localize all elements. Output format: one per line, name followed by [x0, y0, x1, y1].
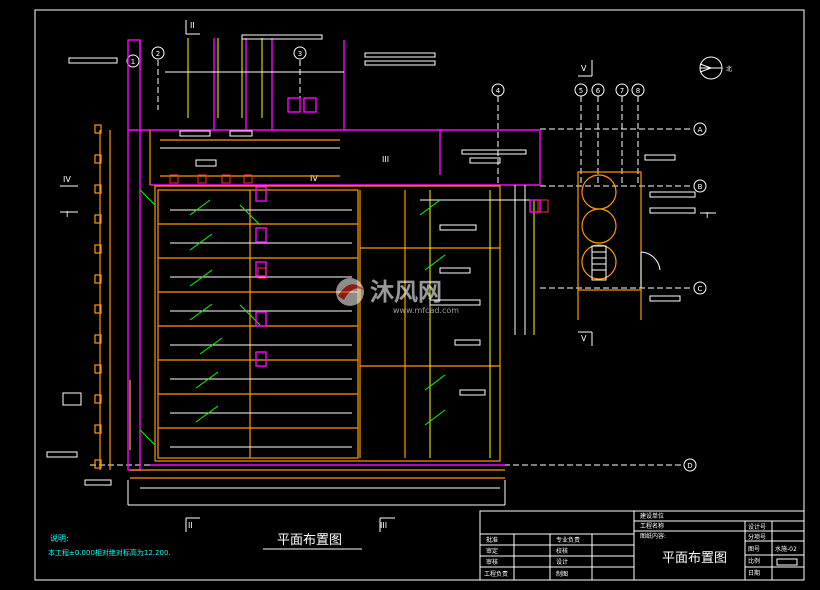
axis-label-8: 8	[636, 87, 640, 95]
axis-bubbles	[126, 46, 707, 472]
tb-sub-item-no: 分项号	[748, 533, 766, 541]
aeration-tank-grid	[99, 130, 505, 479]
tb-row-2-left: 审定	[486, 547, 498, 555]
clarifier-building	[577, 171, 642, 320]
pipe-runs	[127, 71, 540, 506]
notes-line: 本工程±0.000相对绝对标高为12.200.	[48, 548, 171, 557]
section-mark-i-left: I	[66, 210, 68, 219]
tb-drawing-name: 平面布置图	[662, 551, 727, 566]
tb-row-4-left: 工程负责	[484, 570, 508, 578]
north-arrow-icon	[699, 56, 723, 80]
axis-label-2: 2	[156, 50, 160, 58]
section-mark-iii-top: III	[382, 155, 389, 164]
section-mark-v-bottom: V	[581, 334, 587, 343]
left-column-fixtures	[94, 124, 102, 469]
tb-drawing-no: 水施-02	[775, 545, 797, 553]
tb-row-3-right: 设计	[556, 558, 568, 566]
tb-drawing-content: 图纸内容:	[640, 532, 666, 540]
tb-row-4-right: 制图	[556, 570, 568, 578]
axis-label-d: D	[687, 462, 692, 470]
tb-build-unit: 建设单位	[640, 512, 664, 520]
section-mark-ii-top: II	[190, 21, 195, 30]
tb-design-no: 设计号	[748, 523, 766, 531]
section-mark-v-top: V	[581, 64, 587, 73]
green-leaders	[139, 189, 446, 446]
section-mark-iv-left: IV	[63, 175, 71, 184]
tb-date-label: 日期	[748, 569, 760, 577]
tb-project-name: 工程名称	[640, 522, 664, 530]
clarifier-details	[591, 154, 696, 302]
tb-row-1-left: 批准	[486, 536, 498, 544]
tb-row-1-right: 专业负责	[556, 536, 580, 544]
section-mark-iv-mid: IV	[310, 174, 318, 183]
axis-label-7: 7	[620, 87, 624, 95]
axis-label-6: 6	[596, 87, 601, 95]
top-equipment	[46, 34, 527, 486]
section-mark-ii-bottom: II	[188, 521, 193, 530]
watermark-logo-icon	[336, 278, 364, 306]
tb-drawing-no-label: 图号	[748, 546, 760, 553]
axis-label-b: B	[698, 183, 703, 191]
axis-label-3: 3	[298, 50, 302, 58]
tb-scale-label: 比例	[748, 557, 760, 565]
axis-label-5: 5	[579, 87, 583, 95]
north-label: 北	[726, 65, 732, 73]
axis-label-4: 4	[496, 87, 501, 95]
section-mark-iii-bottom: III	[380, 521, 387, 530]
tb-row-2-right: 校核	[556, 547, 568, 555]
section-cut-lines	[60, 20, 716, 532]
title-block	[479, 510, 805, 581]
yellow-pipe-runs	[129, 38, 535, 458]
drawing-frame	[34, 9, 805, 581]
tb-row-3-left: 审核	[486, 558, 498, 566]
axis-label-c: C	[698, 285, 703, 293]
watermark-text: 沐风网	[370, 278, 442, 306]
axis-label-a: A	[698, 126, 703, 134]
grid-lines	[90, 60, 692, 466]
section-mark-i-right: I	[706, 211, 708, 220]
axis-label-1: 1	[131, 58, 135, 66]
main-title: 平面布置图	[277, 533, 342, 548]
notes-title: 说明:	[50, 533, 69, 543]
watermark-url: www.mfcad.com	[393, 306, 459, 315]
main-building-walls	[127, 38, 541, 471]
red-equipment	[169, 174, 549, 279]
